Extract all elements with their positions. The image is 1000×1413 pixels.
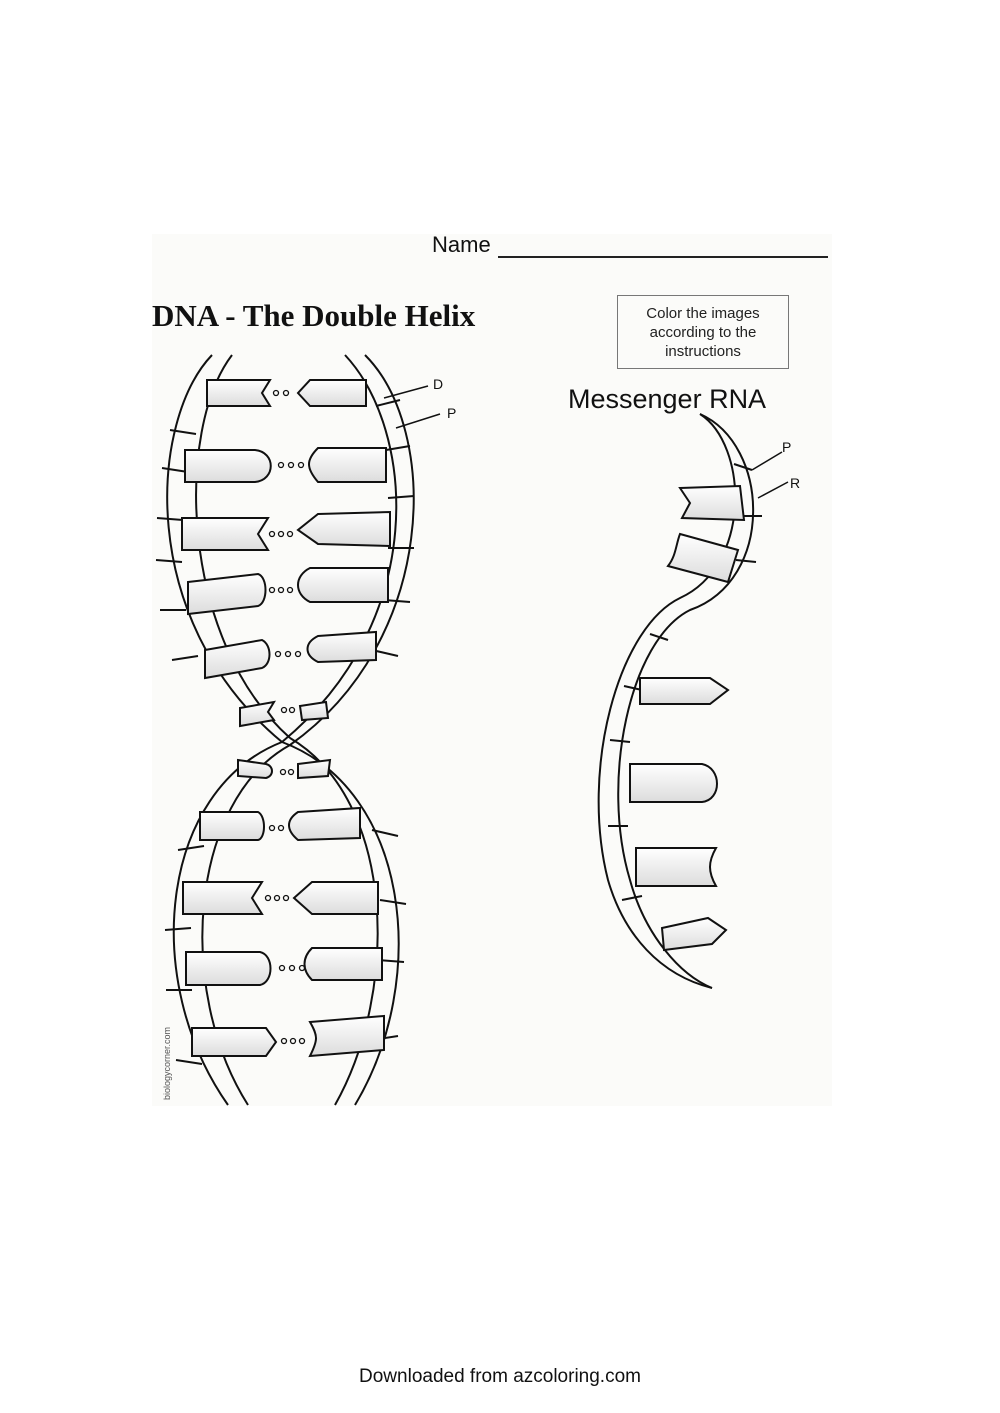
rna-label-leaders (752, 452, 788, 498)
rna-bases (630, 486, 744, 950)
dna-label-d: D (433, 376, 443, 392)
rna-label-r: R (790, 475, 800, 491)
dna-right-bases (289, 380, 390, 1056)
rna-label-p: P (782, 439, 791, 455)
credit-text: biologycorner.com (162, 1027, 172, 1100)
dna-label-p: P (447, 405, 456, 421)
dna-label-leaders (384, 386, 440, 428)
footer-download-text: Downloaded from azcoloring.com (0, 1366, 1000, 1388)
dna-left-bases (182, 380, 276, 1056)
